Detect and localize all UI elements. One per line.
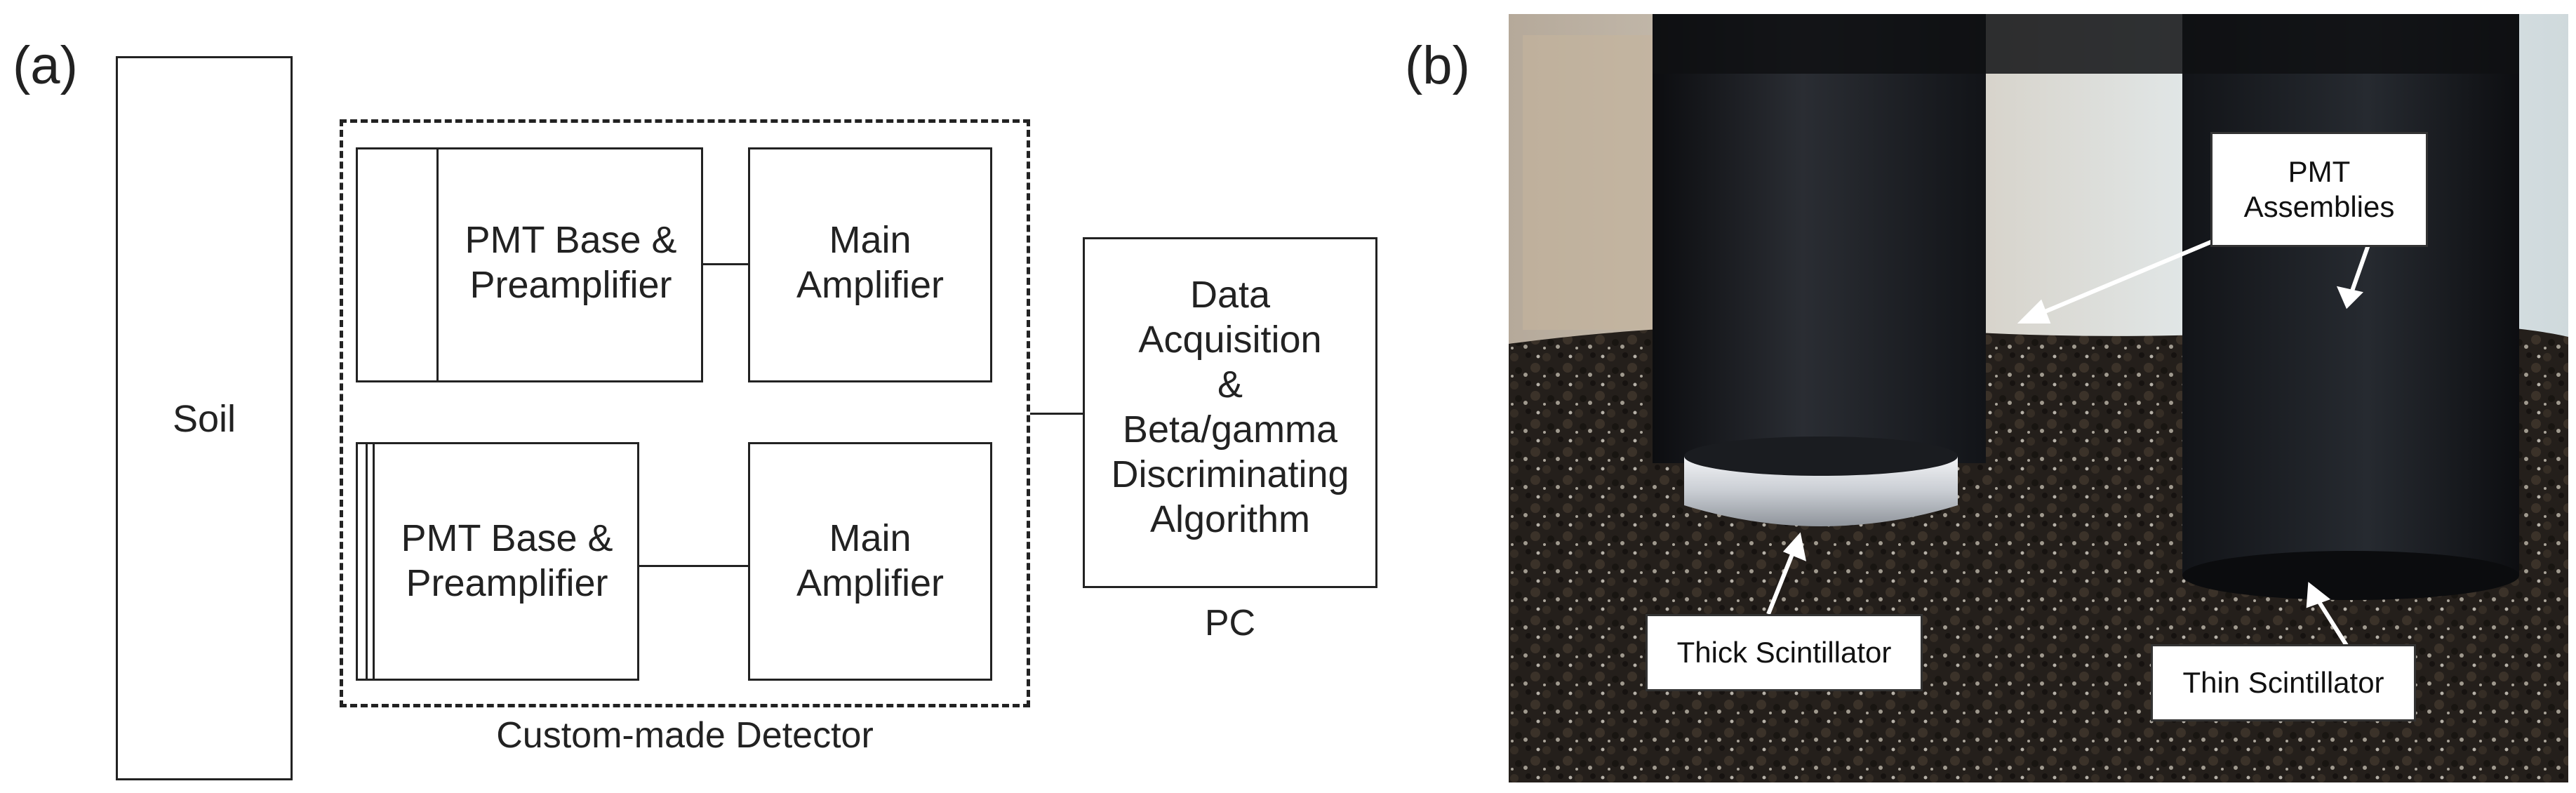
connector-detector-pc bbox=[1030, 413, 1083, 415]
pmt-top-label: PMT Base & Preamplifier bbox=[465, 219, 677, 306]
callout-thin-scintillator: Thin Scintillator bbox=[2151, 644, 2416, 721]
soil-box bbox=[116, 56, 293, 780]
detector-enclosure bbox=[340, 119, 1030, 707]
callout-thin-text: Thin Scintillator bbox=[2182, 666, 2384, 699]
pmt-bottom-divider-2 bbox=[373, 442, 375, 681]
callout-thick-text: Thick Scintillator bbox=[1676, 636, 1892, 669]
pc-caption: PC bbox=[1204, 603, 1256, 644]
pmt-bottom-label: PMT Base & Preamplifier bbox=[401, 517, 613, 604]
pc-box-label: Data Acquisition & Beta/gamma Discrimina… bbox=[1111, 274, 1349, 540]
amp-box-bottom bbox=[748, 442, 992, 681]
pmt-box-top bbox=[356, 147, 703, 382]
pmt-box-bottom bbox=[356, 442, 639, 681]
soil-label: Soil bbox=[172, 398, 236, 440]
amp-top-label: Main Amplifier bbox=[796, 219, 945, 306]
pmt-top-divider bbox=[436, 147, 439, 382]
pc-box bbox=[1083, 237, 1377, 588]
connector-pmt-amp-bottom bbox=[639, 565, 748, 567]
panel-a-label: (a) bbox=[13, 36, 78, 95]
amp-bottom-label: Main Amplifier bbox=[796, 517, 945, 604]
pmt-bottom-divider bbox=[366, 442, 368, 681]
callout-thick-scintillator: Thick Scintillator bbox=[1646, 614, 1923, 691]
callout-pmt-assemblies: PMT Assemblies bbox=[2210, 132, 2428, 247]
connector-pmt-amp-top bbox=[703, 263, 748, 265]
detector-caption: Custom-made Detector bbox=[496, 715, 874, 756]
amp-box-top bbox=[748, 147, 992, 382]
callout-pmt-text: PMT Assemblies bbox=[2243, 155, 2395, 223]
panel-b-label: (b) bbox=[1405, 36, 1470, 95]
